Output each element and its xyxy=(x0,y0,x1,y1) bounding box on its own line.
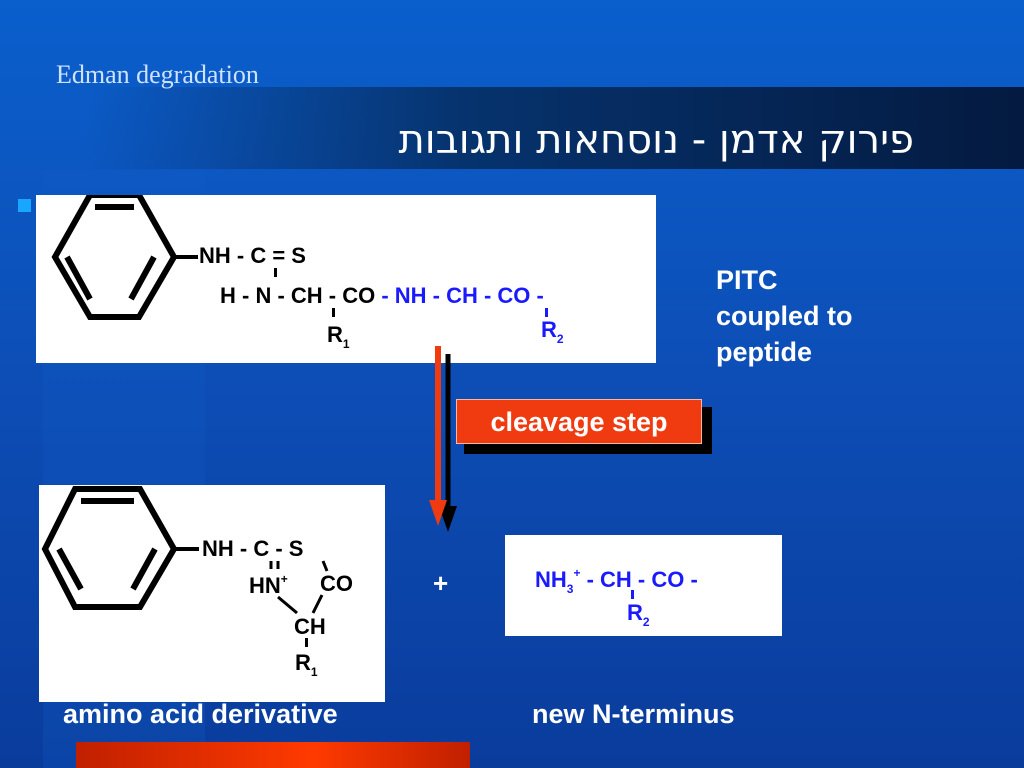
new-terminus-panel: NH3+ - CH - CO - R2 xyxy=(505,535,782,636)
bond-ch-r1 xyxy=(305,638,308,647)
ch-group: CH xyxy=(294,614,326,639)
new-terminus-chain: NH3+ - CH - CO - xyxy=(535,566,698,596)
pitc-label-line: peptide xyxy=(716,337,813,367)
bond-ch-r2 xyxy=(631,590,634,599)
first-residue-text: H - N - CH - CO xyxy=(220,283,376,308)
pitc-label: PITC coupled to peptide xyxy=(716,262,853,370)
peptide-chain-text: H - N - CH - CO - NH - CH - CO - xyxy=(220,285,544,307)
bond-c-n xyxy=(274,268,277,277)
bond-ch-r2 xyxy=(545,308,548,317)
pitc-label-line: coupled to xyxy=(716,301,853,331)
plus-sign: + xyxy=(433,568,449,598)
benzene-ring-icon xyxy=(41,486,329,615)
title-background-bar xyxy=(85,87,1024,169)
footer-orange-bar xyxy=(76,742,470,768)
co-group: CO xyxy=(320,571,353,596)
caption-new-n-terminus: new N-terminus xyxy=(532,699,735,729)
r1-group: R1 xyxy=(327,322,350,351)
benzene-ring-icon xyxy=(51,195,198,320)
reaction-arrow-icon xyxy=(425,342,465,539)
pitc-label-line: PITC xyxy=(716,265,778,295)
thiazolinone-top-text: NH - C - S xyxy=(202,536,304,561)
hn-plus-group: HN+ xyxy=(249,572,288,598)
cleavage-step-label: cleavage step xyxy=(456,399,702,444)
r1-group: R1 xyxy=(295,650,318,679)
second-residue-text: - NH - CH - CO - xyxy=(375,283,544,308)
slide-subtitle: Edman degradation xyxy=(56,60,259,89)
caption-amino-acid-derivative: amino acid derivative xyxy=(63,699,338,729)
r2-group: R2 xyxy=(627,600,650,629)
bond-ch-r1 xyxy=(332,308,335,317)
thiourea-group-text: NH - C = S xyxy=(199,243,306,268)
pitc-peptide-panel: NH - C = S H - N - CH - CO - NH - CH - C… xyxy=(36,195,656,363)
derivative-panel: NH - C - S HN+ CO CH R1 xyxy=(39,485,385,702)
slide-title: פירוק אדמן - נוסחאות ותגובות xyxy=(398,117,914,163)
r2-group: R2 xyxy=(541,317,564,346)
bullet-square-icon xyxy=(18,199,31,212)
